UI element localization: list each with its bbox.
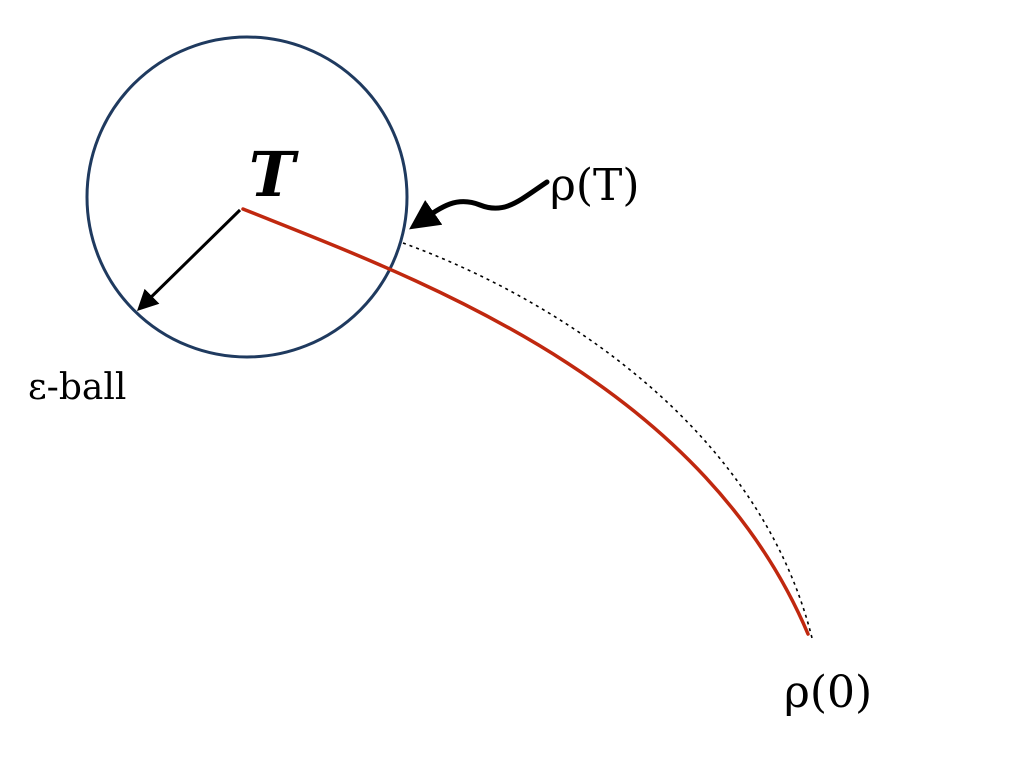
curved-arrow-icon (409, 179, 550, 230)
target-label: T (249, 138, 299, 211)
epsilon-ball-circle (85, 35, 409, 359)
trajectory-path (241, 207, 810, 636)
end-label: ρ(T) (550, 160, 640, 211)
reference-path-dotted (402, 242, 813, 639)
start-label: ρ(0) (784, 667, 872, 718)
radius-arrow-icon (137, 208, 242, 311)
epsilon-ball-label: ε-ball (28, 367, 126, 408)
